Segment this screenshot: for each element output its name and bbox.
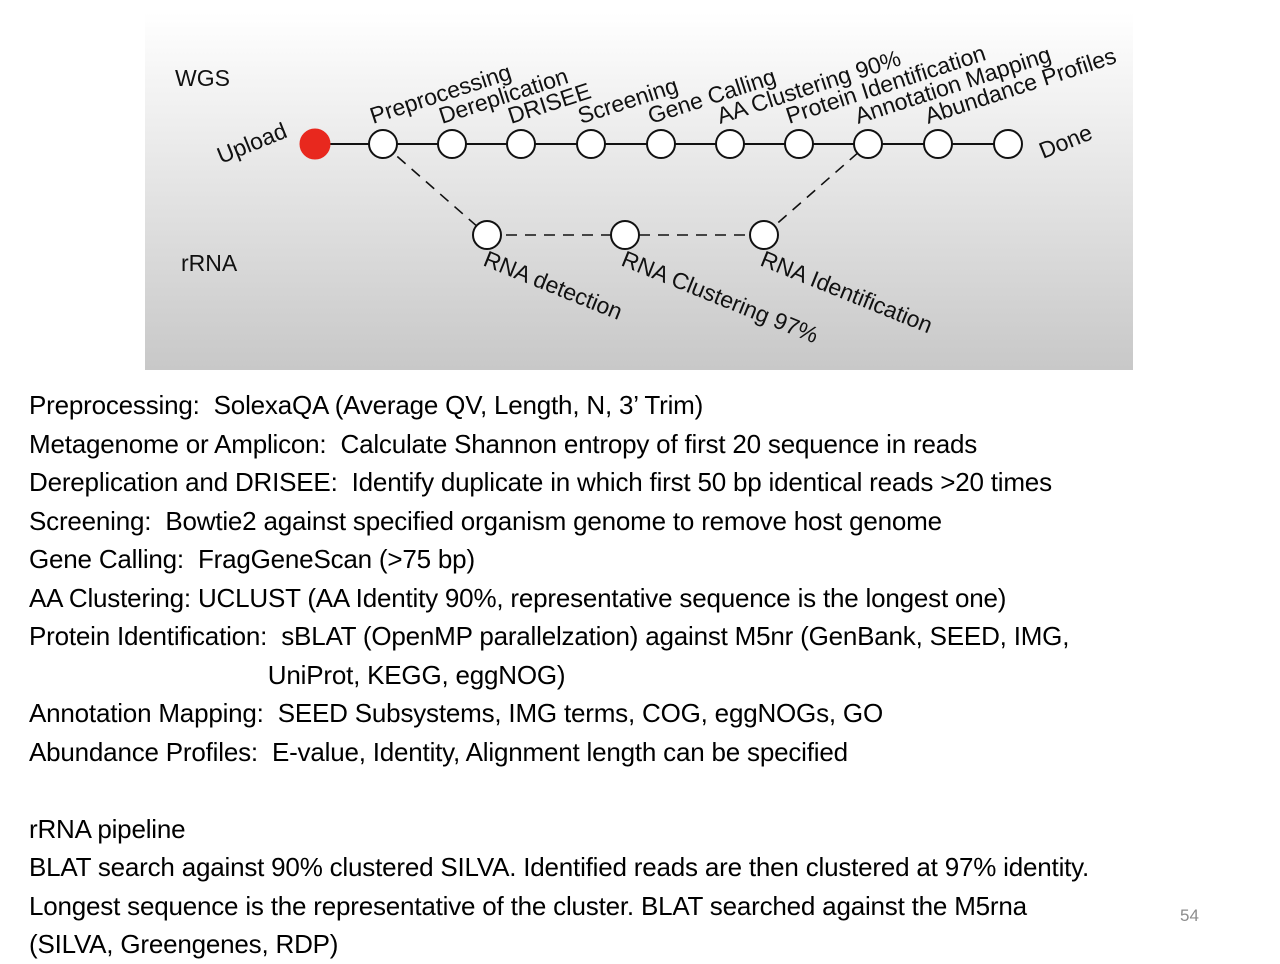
notes-line: (SILVA, Greengenes, RDP) <box>29 929 339 959</box>
wgs-track-label: WGS <box>175 65 230 91</box>
notes-line: rRNA pipeline <box>29 813 186 844</box>
upload-node <box>299 128 331 160</box>
wgs-step-node <box>646 129 676 159</box>
wgs-step-node <box>576 129 606 159</box>
rrna-branch-in-line <box>763 143 869 236</box>
diagram-background <box>145 12 1133 370</box>
rrna-step-node <box>472 220 502 250</box>
rrna-step-node <box>610 220 640 250</box>
rrna-step-node <box>749 220 779 250</box>
wgs-step-node <box>923 129 953 159</box>
notes-line: AA Clustering: UCLUST (AA Identity 90%, … <box>29 582 1007 613</box>
wgs-step-node <box>715 129 745 159</box>
notes-text-block: Preprocessing: SolexaQA (Average QV, Len… <box>29 386 1259 964</box>
notes-line: Abundance Profiles: E-value, Identity, A… <box>29 736 848 767</box>
wgs-step-node <box>853 129 883 159</box>
notes-line: Screening: Bowtie2 against specified org… <box>29 505 942 536</box>
notes-line: Annotation Mapping: SEED Subsystems, IMG… <box>29 698 883 728</box>
notes-line: Protein Identification: sBLAT (OpenMP pa… <box>29 621 1070 651</box>
notes-line: Preprocessing: SolexaQA (Average QV, Len… <box>29 390 704 420</box>
notes-line: BLAT search against 90% clustered SILVA.… <box>29 852 1090 882</box>
notes-line: Metagenome or Amplicon: Calculate Shanno… <box>29 428 978 459</box>
notes-line: Gene Calling: FragGeneScan (>75 bp) <box>29 544 475 574</box>
notes-line: Dereplication and DRISEE: Identify dupli… <box>29 467 1052 497</box>
done-node <box>993 129 1023 159</box>
wgs-step-node <box>368 129 398 159</box>
wgs-step-node <box>784 129 814 159</box>
page-number: 54 <box>1180 906 1199 925</box>
rrna-track-label: rRNA <box>181 250 238 276</box>
rrna-branch-out-line <box>382 143 488 236</box>
wgs-step-node <box>506 129 536 159</box>
wgs-step-node <box>437 129 467 159</box>
notes-spacer <box>29 771 1259 810</box>
notes-line: Longest sequence is the representative o… <box>29 890 1027 921</box>
notes-line: UniProt, KEGG, eggNOG) <box>29 659 566 690</box>
